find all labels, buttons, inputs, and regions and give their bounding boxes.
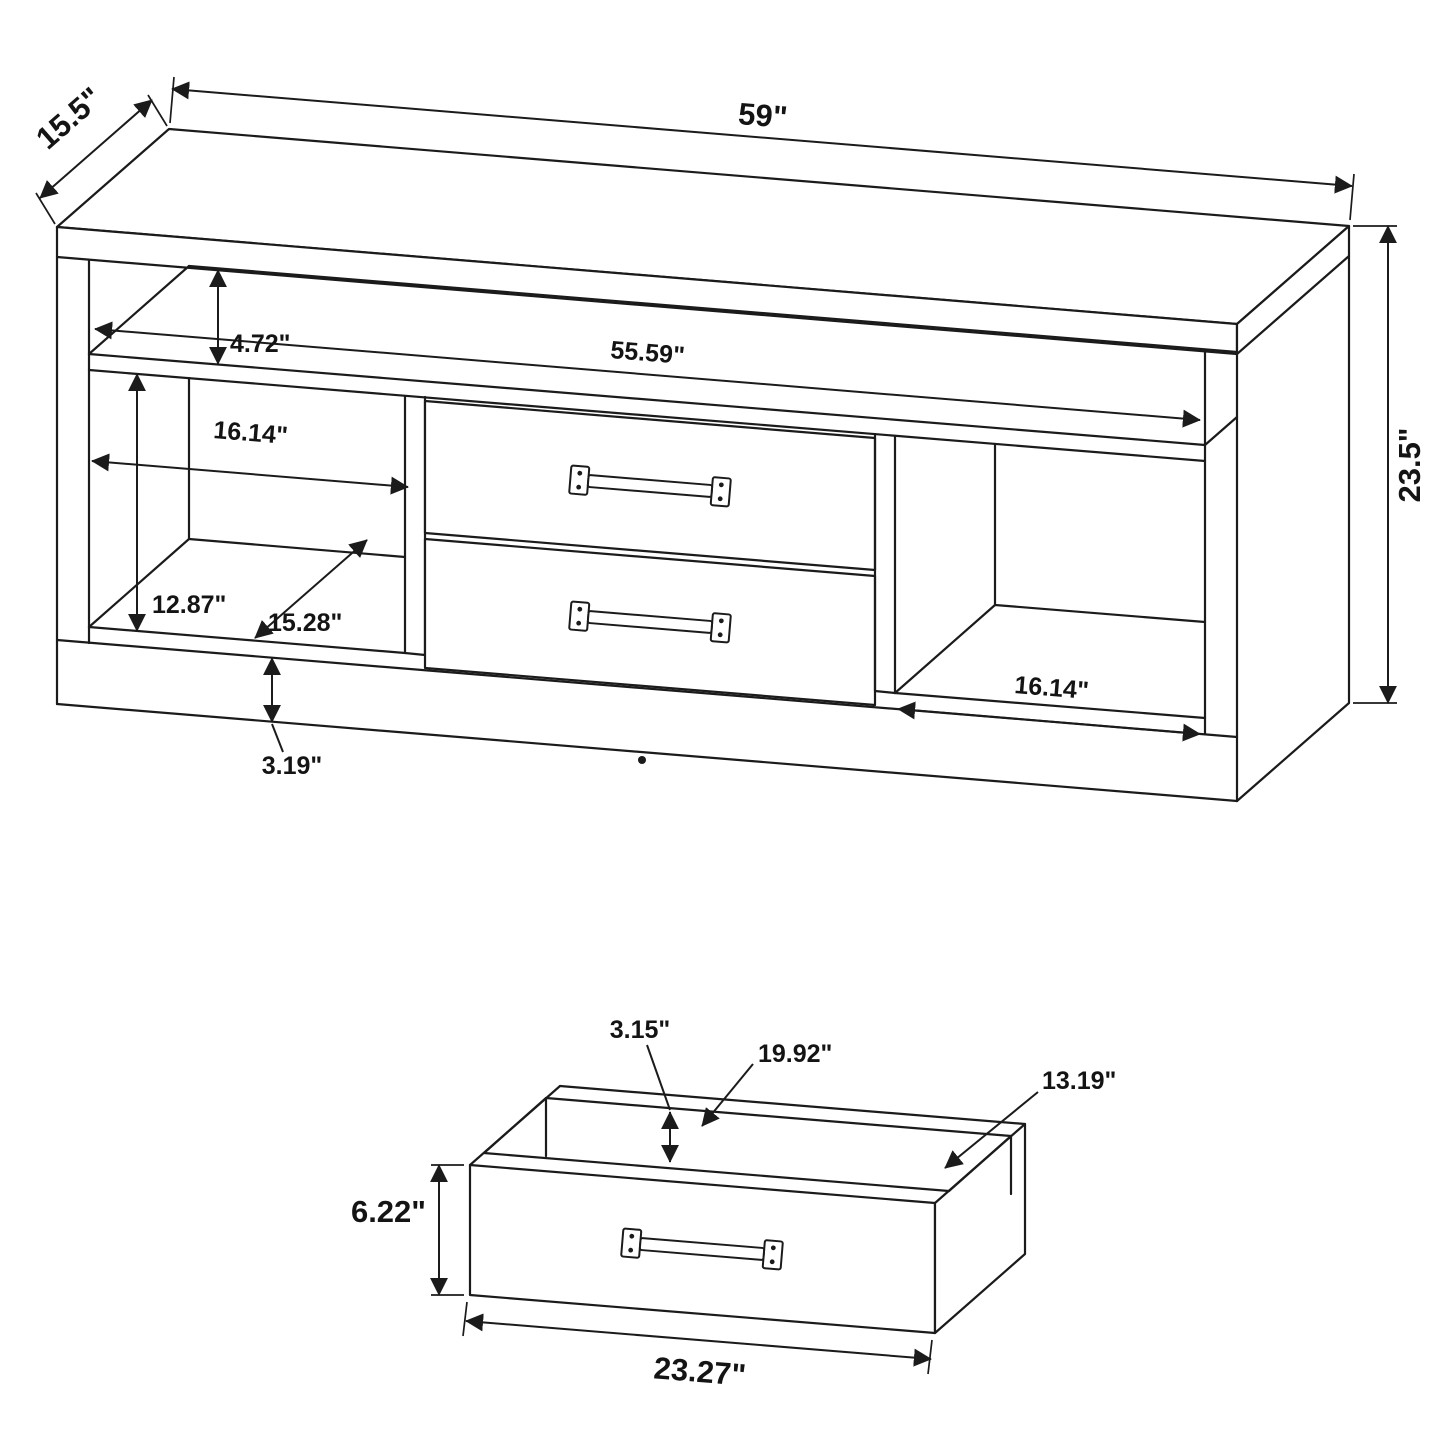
drawer-inner-corner-edges xyxy=(544,1096,1013,1196)
dim-drawer-front-height: 6.22" xyxy=(351,1164,464,1296)
console-right-side-face xyxy=(1235,254,1351,803)
top-shelf-right-depth-edge xyxy=(1203,415,1239,447)
dim-interior-height: 12.87" xyxy=(128,373,226,632)
console-drawing: 15.5" 59" 55.59" 4.72" 16.14" 12.87" 15.… xyxy=(29,76,1427,803)
dim-depth-label: 15.5" xyxy=(29,80,109,156)
drawer-back-top-edge xyxy=(558,1084,1027,1126)
right-compartment-floor-depth-edge xyxy=(893,603,997,695)
dim-compartment-depth-label: 15.28" xyxy=(268,609,342,637)
dim-drawer-wall-height-label: 3.15" xyxy=(610,1016,671,1044)
dim-base-height: 3.19" xyxy=(262,657,323,780)
dim-base-height-label: 3.19" xyxy=(262,752,323,780)
dim-shelf-opening-height: 4.72" xyxy=(209,269,291,365)
dim-overall-height-label: 23.5" xyxy=(1392,427,1427,502)
left-divider-edges xyxy=(403,394,427,657)
drawer-drawing: 3.15" 19.92" 13.19" 6.22" 23.27" xyxy=(351,1016,1116,1393)
dim-overall-width: 59" xyxy=(169,76,1355,221)
top-shelf-left-depth-edge xyxy=(87,264,191,356)
right-divider-edges xyxy=(873,432,897,695)
dim-drawer-interior-length-label: 19.92" xyxy=(758,1040,832,1068)
dim-drawer-front-height-label: 6.22" xyxy=(351,1194,426,1229)
dim-shelf-opening-height-label: 4.72" xyxy=(230,330,291,358)
dim-compartment-depth: 15.28" xyxy=(254,539,368,639)
dim-left-compartment-width: 16.14" xyxy=(91,416,409,495)
right-compartment-floor-back-edge xyxy=(993,603,1207,624)
dim-overall-height: 23.5" xyxy=(1353,225,1427,704)
dim-drawer-wall-height: 3.15" xyxy=(610,1016,679,1163)
foot-glide xyxy=(638,756,646,764)
console-bottom-front-edge xyxy=(55,702,1239,803)
dim-interior-width: 55.59" xyxy=(94,321,1201,428)
dim-right-compartment-width-label: 16.14" xyxy=(1013,671,1089,705)
dim-drawer-interior-width-label: 13.19" xyxy=(1042,1067,1116,1095)
dim-interior-height-label: 12.87" xyxy=(152,591,226,619)
dim-interior-width-label: 55.59" xyxy=(609,336,685,370)
dim-drawer-interior-width: 13.19" xyxy=(944,1067,1116,1169)
dim-drawer-interior-length: 19.92" xyxy=(701,1040,832,1127)
dim-left-compartment-width-label: 16.14" xyxy=(212,416,288,450)
dim-right-compartment-width: 16.14" xyxy=(897,671,1201,742)
dim-drawer-front-width: 23.27" xyxy=(462,1301,933,1393)
left-compartment-floor-back-edge xyxy=(187,537,407,559)
dim-overall-width-label: 59" xyxy=(737,96,789,135)
dim-drawer-front-width-label: 23.27" xyxy=(652,1350,747,1392)
